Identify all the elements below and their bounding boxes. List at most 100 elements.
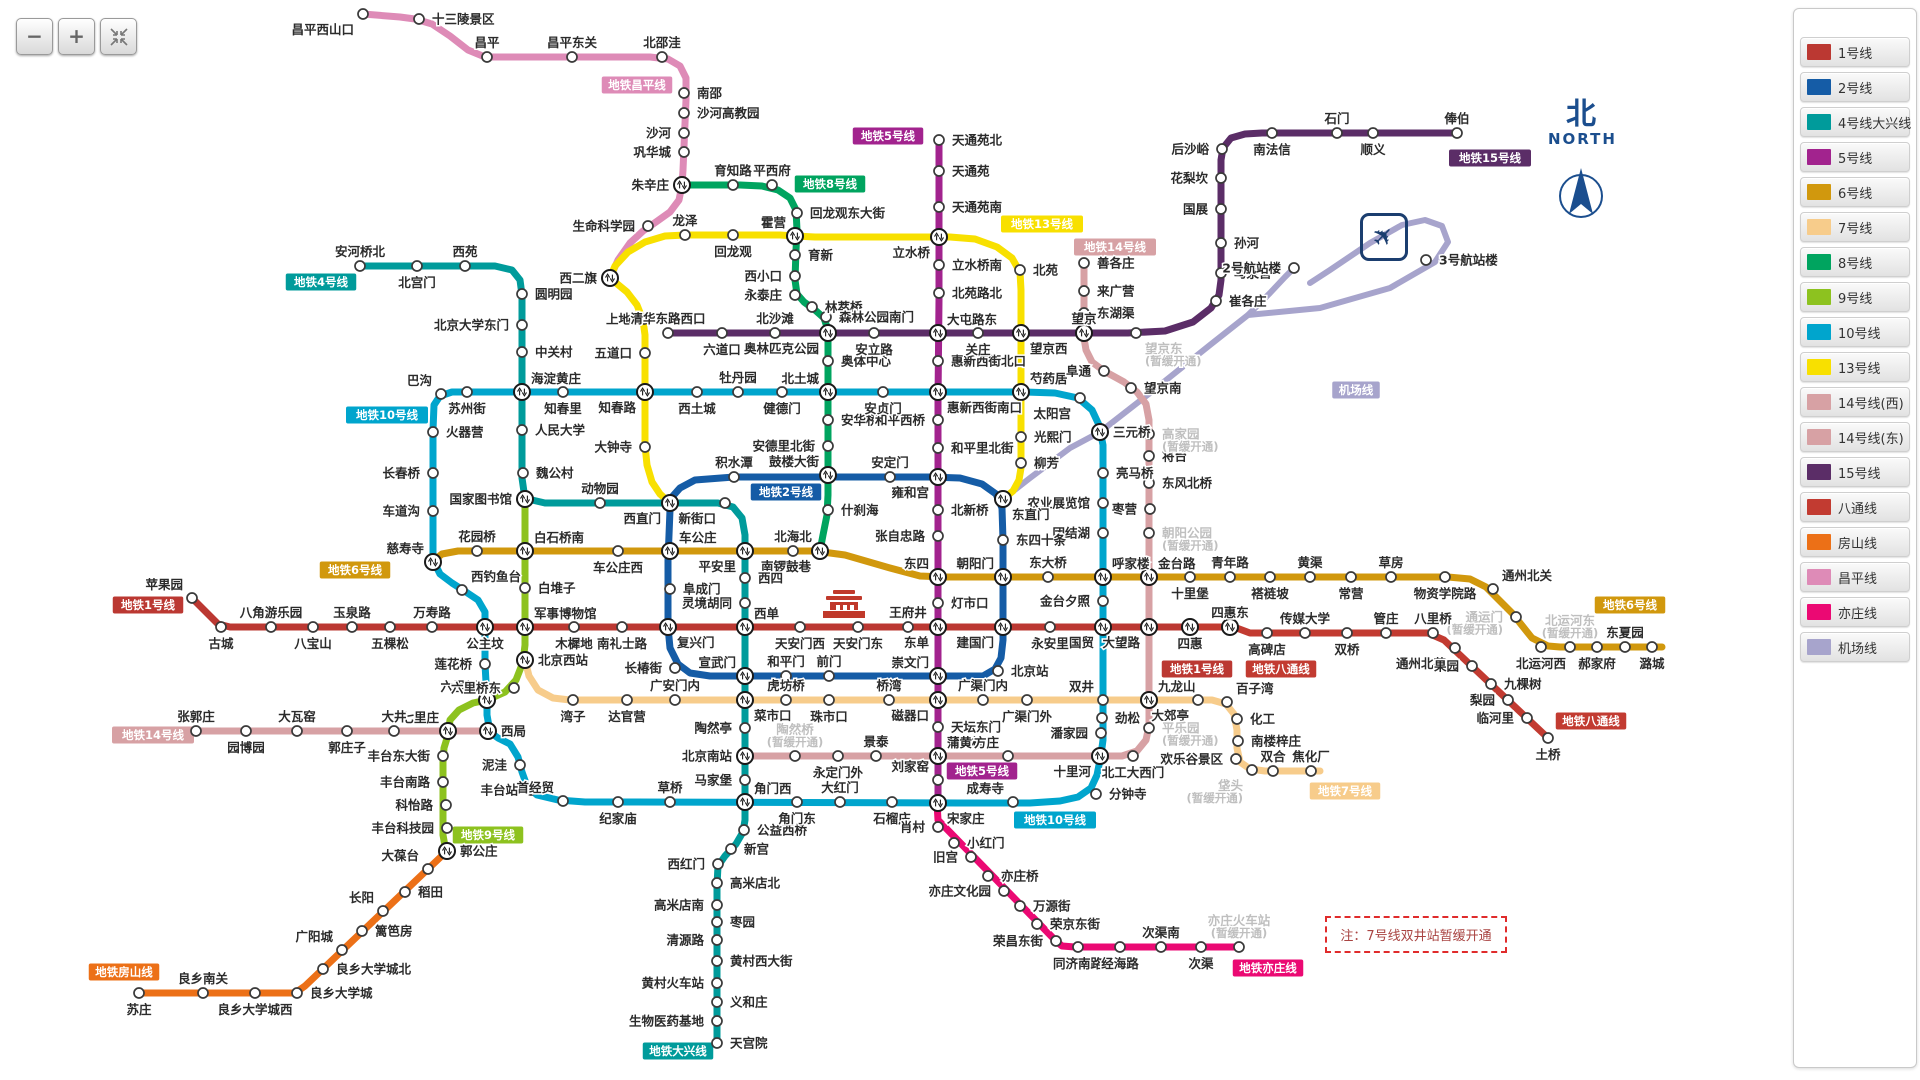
station-科怡路[interactable] bbox=[440, 799, 452, 811]
station-荣京东街[interactable] bbox=[1031, 918, 1043, 930]
station-柳芳[interactable] bbox=[1015, 457, 1027, 469]
station-枣营[interactable] bbox=[1144, 503, 1156, 515]
station-丰台科技园[interactable] bbox=[441, 822, 453, 834]
station-白堆子[interactable] bbox=[519, 582, 531, 594]
station-沙河高教园[interactable] bbox=[678, 107, 690, 119]
station-沙河[interactable] bbox=[678, 127, 690, 139]
station-虎坊桥[interactable] bbox=[780, 694, 792, 706]
station-生物医药基地[interactable] bbox=[711, 1015, 723, 1027]
station-花园桥[interactable] bbox=[471, 545, 483, 557]
station-永安里[interactable] bbox=[1044, 621, 1056, 633]
station-五棵松[interactable] bbox=[384, 621, 396, 633]
station-林萃桥[interactable] bbox=[806, 301, 818, 313]
station-北邵洼[interactable] bbox=[656, 51, 668, 63]
station-朝阳门[interactable] bbox=[994, 568, 1012, 586]
station-国贸[interactable] bbox=[1094, 618, 1112, 636]
station-北京站[interactable] bbox=[992, 665, 1004, 677]
station-3号航站楼[interactable] bbox=[1420, 254, 1432, 266]
station-泥洼[interactable] bbox=[514, 759, 526, 771]
station-太阳宫[interactable] bbox=[1074, 392, 1086, 404]
station-团结湖[interactable] bbox=[1097, 527, 1109, 539]
station-小红门[interactable] bbox=[948, 837, 960, 849]
station-天安门东[interactable] bbox=[852, 621, 864, 633]
legend-item-10号线[interactable]: 10号线 bbox=[1800, 317, 1910, 347]
station-人民大学[interactable] bbox=[516, 424, 528, 436]
station-龙泽[interactable] bbox=[679, 229, 691, 241]
station-积水潭[interactable] bbox=[728, 471, 740, 483]
station-车道沟[interactable] bbox=[427, 505, 439, 517]
station-陶然亭[interactable] bbox=[739, 722, 751, 734]
station-前门[interactable] bbox=[823, 670, 835, 682]
station-西局[interactable] bbox=[479, 722, 497, 740]
station-褡裢坡[interactable] bbox=[1264, 571, 1276, 583]
station-通州北关[interactable] bbox=[1487, 583, 1499, 595]
station-知春路[interactable] bbox=[636, 383, 654, 401]
station-北土城[interactable] bbox=[819, 383, 837, 401]
station-西红门[interactable] bbox=[712, 858, 724, 870]
station-八里桥[interactable] bbox=[1427, 627, 1439, 639]
station-永泰庄[interactable] bbox=[789, 289, 801, 301]
station-首经贸[interactable] bbox=[557, 795, 569, 807]
station-亦庄火车站[interactable] bbox=[1233, 941, 1245, 953]
station-北新桥[interactable] bbox=[932, 504, 944, 516]
station-长春桥[interactable] bbox=[427, 467, 439, 479]
station-磁器口[interactable] bbox=[929, 691, 947, 709]
station-顺义[interactable] bbox=[1367, 127, 1379, 139]
station-良乡大学城北[interactable] bbox=[317, 963, 329, 975]
station-天坛东门[interactable] bbox=[932, 721, 944, 733]
station-新街口[interactable] bbox=[719, 497, 731, 509]
station-广阳城[interactable] bbox=[336, 944, 348, 956]
station-车公庄西[interactable] bbox=[612, 545, 624, 557]
station-西土城[interactable] bbox=[691, 386, 703, 398]
station-丰台南路[interactable] bbox=[437, 776, 449, 788]
station-崇文门[interactable] bbox=[929, 667, 947, 685]
station-同济南路[interactable] bbox=[1072, 941, 1084, 953]
station-惠新西街南口[interactable] bbox=[929, 383, 947, 401]
station-望京西[interactable] bbox=[1012, 324, 1030, 342]
station-西二旗[interactable] bbox=[601, 269, 619, 287]
station-芍药居[interactable] bbox=[1012, 383, 1030, 401]
station-北京西站[interactable] bbox=[516, 651, 534, 669]
station-北海北[interactable] bbox=[787, 545, 799, 557]
station-丰台东大街[interactable] bbox=[437, 750, 449, 762]
station-六里桥东[interactable] bbox=[508, 682, 520, 694]
station-东大桥[interactable] bbox=[1042, 571, 1054, 583]
station-平西府[interactable] bbox=[766, 179, 778, 191]
station-次渠[interactable] bbox=[1195, 941, 1207, 953]
station-安贞门[interactable] bbox=[877, 386, 889, 398]
station-荣昌东街[interactable] bbox=[1050, 935, 1062, 947]
station-万寿路[interactable] bbox=[426, 621, 438, 633]
station-四惠东[interactable] bbox=[1221, 618, 1239, 636]
station-东四十条[interactable] bbox=[997, 534, 1009, 546]
legend-item-7号线[interactable]: 7号线 bbox=[1800, 212, 1910, 242]
station-2号航站楼[interactable] bbox=[1288, 262, 1300, 274]
station-次渠南[interactable] bbox=[1155, 941, 1167, 953]
station-高家园[interactable] bbox=[1143, 428, 1155, 440]
station-安德里北街[interactable] bbox=[822, 440, 834, 452]
station-百子湾[interactable] bbox=[1221, 696, 1233, 708]
station-苹果园[interactable] bbox=[186, 592, 198, 604]
station-成寿寺[interactable] bbox=[1007, 796, 1019, 808]
station-东直门[interactable] bbox=[994, 490, 1012, 508]
station-双合[interactable] bbox=[1267, 765, 1279, 777]
station-牡丹园[interactable] bbox=[732, 386, 744, 398]
station-光熙门[interactable] bbox=[1015, 431, 1027, 443]
station-圆明园[interactable] bbox=[516, 288, 528, 300]
legend-item-6号线[interactable]: 6号线 bbox=[1800, 177, 1910, 207]
station-天安门西[interactable] bbox=[794, 621, 806, 633]
station-八角游乐园[interactable] bbox=[265, 621, 277, 633]
station-望京东[interactable] bbox=[1130, 327, 1142, 339]
station-高米店南[interactable] bbox=[711, 899, 723, 911]
station-湾子[interactable] bbox=[567, 694, 579, 706]
station-郝家府[interactable] bbox=[1591, 641, 1603, 653]
station-马泉营[interactable] bbox=[1215, 267, 1227, 279]
station-南邵[interactable] bbox=[678, 87, 690, 99]
station-刘家窑[interactable] bbox=[932, 774, 944, 786]
station-纪家庙[interactable] bbox=[612, 796, 624, 808]
station-北工大西门[interactable] bbox=[1127, 750, 1139, 762]
station-大屯路东[interactable] bbox=[929, 324, 947, 342]
station-国展[interactable] bbox=[1215, 203, 1227, 215]
station-焦化厂[interactable] bbox=[1305, 765, 1317, 777]
station-西单[interactable] bbox=[736, 618, 754, 636]
station-南楼梓庄[interactable] bbox=[1232, 735, 1244, 747]
